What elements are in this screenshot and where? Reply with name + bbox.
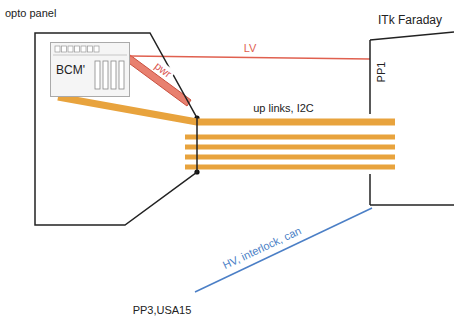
panel-border <box>35 33 197 225</box>
module-edge <box>53 55 127 56</box>
fibre-cable <box>58 97 370 122</box>
fibre-line <box>185 145 395 150</box>
fibre-line <box>185 165 395 170</box>
connector-pin <box>88 46 93 52</box>
connector-pin <box>68 46 73 52</box>
connector-pin <box>62 46 67 52</box>
fibre-line <box>370 119 395 126</box>
location-label: PP3,USA15 <box>131 304 194 317</box>
module-name: BCM' <box>56 64 85 78</box>
board-slot <box>95 61 100 89</box>
faraday-wall <box>370 204 454 206</box>
cable-label: LV <box>242 41 259 54</box>
cable-label: HV, interlock, can <box>219 223 305 272</box>
cable-label: pwr <box>151 58 176 81</box>
hv-cable <box>195 208 372 292</box>
faraday-outline: ITk Faraday <box>370 14 454 206</box>
faraday-wall <box>370 32 454 40</box>
connector-pin <box>94 46 99 52</box>
patch-panel-label: PP1 <box>375 60 388 85</box>
pwr-cable <box>126 55 191 106</box>
connector-pin <box>55 46 60 52</box>
board-slot <box>111 61 116 89</box>
board-slot <box>119 61 124 89</box>
cable-label: up links, I2C <box>251 102 316 115</box>
panel-outline: opto panelBCM' <box>35 33 197 226</box>
region-name: opto panel <box>5 7 56 20</box>
power-cable <box>130 56 370 59</box>
connector-pin <box>75 46 80 52</box>
fibre-line <box>185 135 395 140</box>
module-box: BCM' <box>50 42 130 97</box>
faraday-wall <box>369 40 371 114</box>
outline-shape <box>370 14 454 206</box>
fibre-line <box>185 155 395 160</box>
connector-pin <box>81 46 86 52</box>
module-sketch <box>53 46 127 89</box>
faraday-wall <box>369 174 371 205</box>
board-slot <box>103 61 108 89</box>
region-name: ITk Faraday <box>378 14 442 28</box>
fibre-bundle <box>185 122 395 167</box>
